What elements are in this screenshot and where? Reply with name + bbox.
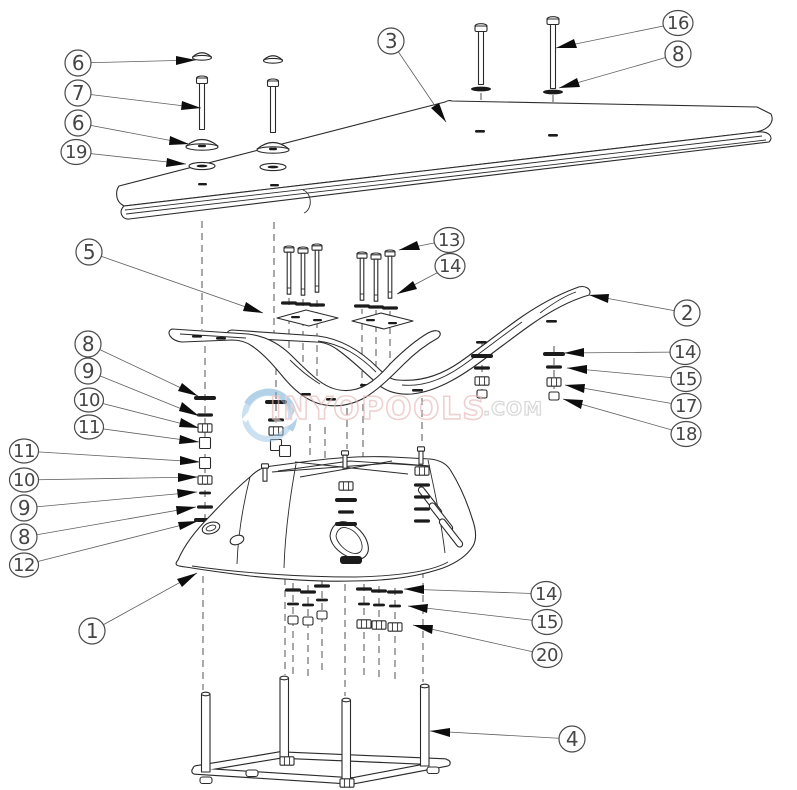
underbase-hardware-left — [285, 584, 330, 626]
callout-10-lower: 10 — [8, 467, 40, 493]
svg-text:8: 8 — [82, 332, 94, 356]
watermark-suffix: .COM — [483, 398, 543, 420]
svg-text:9: 9 — [18, 496, 30, 520]
callout-8-lower: 8 — [10, 523, 38, 551]
base-side-vents — [417, 486, 464, 548]
svg-text:15: 15 — [675, 369, 697, 390]
callout-14-bottom: 14 — [530, 580, 562, 608]
callout-13: 13 — [433, 226, 465, 254]
svg-text:12: 12 — [13, 555, 35, 576]
callout-8-top: 8 — [664, 40, 692, 68]
callout-16: 16 — [662, 9, 694, 37]
svg-text:10: 10 — [78, 390, 100, 411]
board-bolt-column-a — [185, 52, 219, 171]
stand-post-1 — [200, 691, 211, 773]
svg-text:7: 7 — [72, 81, 84, 105]
svg-text:9: 9 — [82, 359, 94, 383]
callout-14-right: 14 — [669, 338, 701, 366]
callout-6-mid: 6 — [64, 109, 92, 137]
callout-15-right: 15 — [670, 365, 702, 393]
callout-5: 5 — [75, 238, 103, 266]
svg-text:19: 19 — [65, 142, 87, 163]
svg-text:17: 17 — [675, 396, 697, 417]
callout-7: 7 — [64, 79, 92, 107]
svg-text:10: 10 — [13, 470, 35, 491]
callout-15-bottom: 15 — [531, 608, 563, 636]
svg-text:16: 16 — [667, 13, 689, 34]
svg-text:14: 14 — [674, 342, 696, 363]
watermark-brand: INYOPOOLS — [270, 391, 486, 427]
callout-19: 19 — [60, 138, 92, 166]
board-bolt-column-d — [543, 16, 563, 95]
stand-post-2 — [279, 675, 290, 761]
callout-11-left: 11 — [73, 414, 105, 440]
callout-17: 17 — [670, 392, 702, 420]
svg-text:2: 2 — [681, 301, 693, 325]
callout-1: 1 — [78, 617, 106, 645]
svg-text:11: 11 — [78, 417, 100, 438]
svg-text:6: 6 — [72, 51, 84, 75]
plate-screws-left — [281, 243, 325, 307]
callout-14-plates: 14 — [434, 252, 466, 280]
callout-12: 12 — [8, 552, 40, 578]
callout-8-left: 8 — [74, 330, 102, 358]
svg-text:18: 18 — [675, 424, 697, 445]
clamp-plate-b — [351, 312, 414, 330]
clamp-plate-a — [276, 309, 339, 327]
callout-9-lower: 9 — [10, 494, 38, 522]
stand-frame — [191, 675, 451, 788]
fulcrum-spring-front — [168, 328, 441, 407]
callout-11-lower: 11 — [8, 438, 40, 464]
callout-6-top: 6 — [64, 49, 92, 77]
svg-text:11: 11 — [13, 441, 35, 462]
callout-9-left: 9 — [74, 357, 102, 385]
leader-lines — [23, 22, 688, 740]
svg-text:14: 14 — [535, 584, 557, 605]
callout-20: 20 — [531, 641, 563, 669]
fulcrum-base — [175, 446, 477, 582]
callout-3: 3 — [377, 27, 405, 55]
svg-text:14: 14 — [439, 256, 461, 277]
plate-screws-right — [354, 249, 398, 310]
stand-post-3 — [341, 697, 352, 781]
svg-text:5: 5 — [83, 240, 95, 264]
callout-balloons: 6 7 6 19 3 16 8 13 14 5 2 14 15 17 18 8 … — [8, 9, 702, 753]
watermark-logo — [241, 388, 300, 442]
svg-text:8: 8 — [672, 42, 684, 66]
callout-4: 4 — [558, 725, 586, 753]
callout-18: 18 — [670, 420, 702, 448]
svg-text:8: 8 — [18, 525, 30, 549]
svg-text:1: 1 — [86, 619, 98, 643]
svg-text:13: 13 — [438, 230, 460, 251]
svg-text:4: 4 — [566, 727, 578, 751]
svg-text:3: 3 — [385, 29, 397, 53]
svg-text:15: 15 — [536, 612, 558, 633]
svg-text:20: 20 — [536, 645, 558, 666]
callout-2: 2 — [673, 299, 701, 327]
callout-10-left: 10 — [73, 387, 105, 413]
board-bolt-column-b — [256, 55, 290, 172]
stand-post-4 — [419, 683, 430, 767]
board-mount-holes — [198, 130, 558, 187]
watermark: INYOPOOLS .COM — [241, 388, 543, 442]
svg-text:6: 6 — [72, 111, 84, 135]
diving-board — [116, 100, 773, 220]
board-bolt-column-c — [471, 23, 491, 92]
underbase-hardware-right — [356, 587, 403, 632]
